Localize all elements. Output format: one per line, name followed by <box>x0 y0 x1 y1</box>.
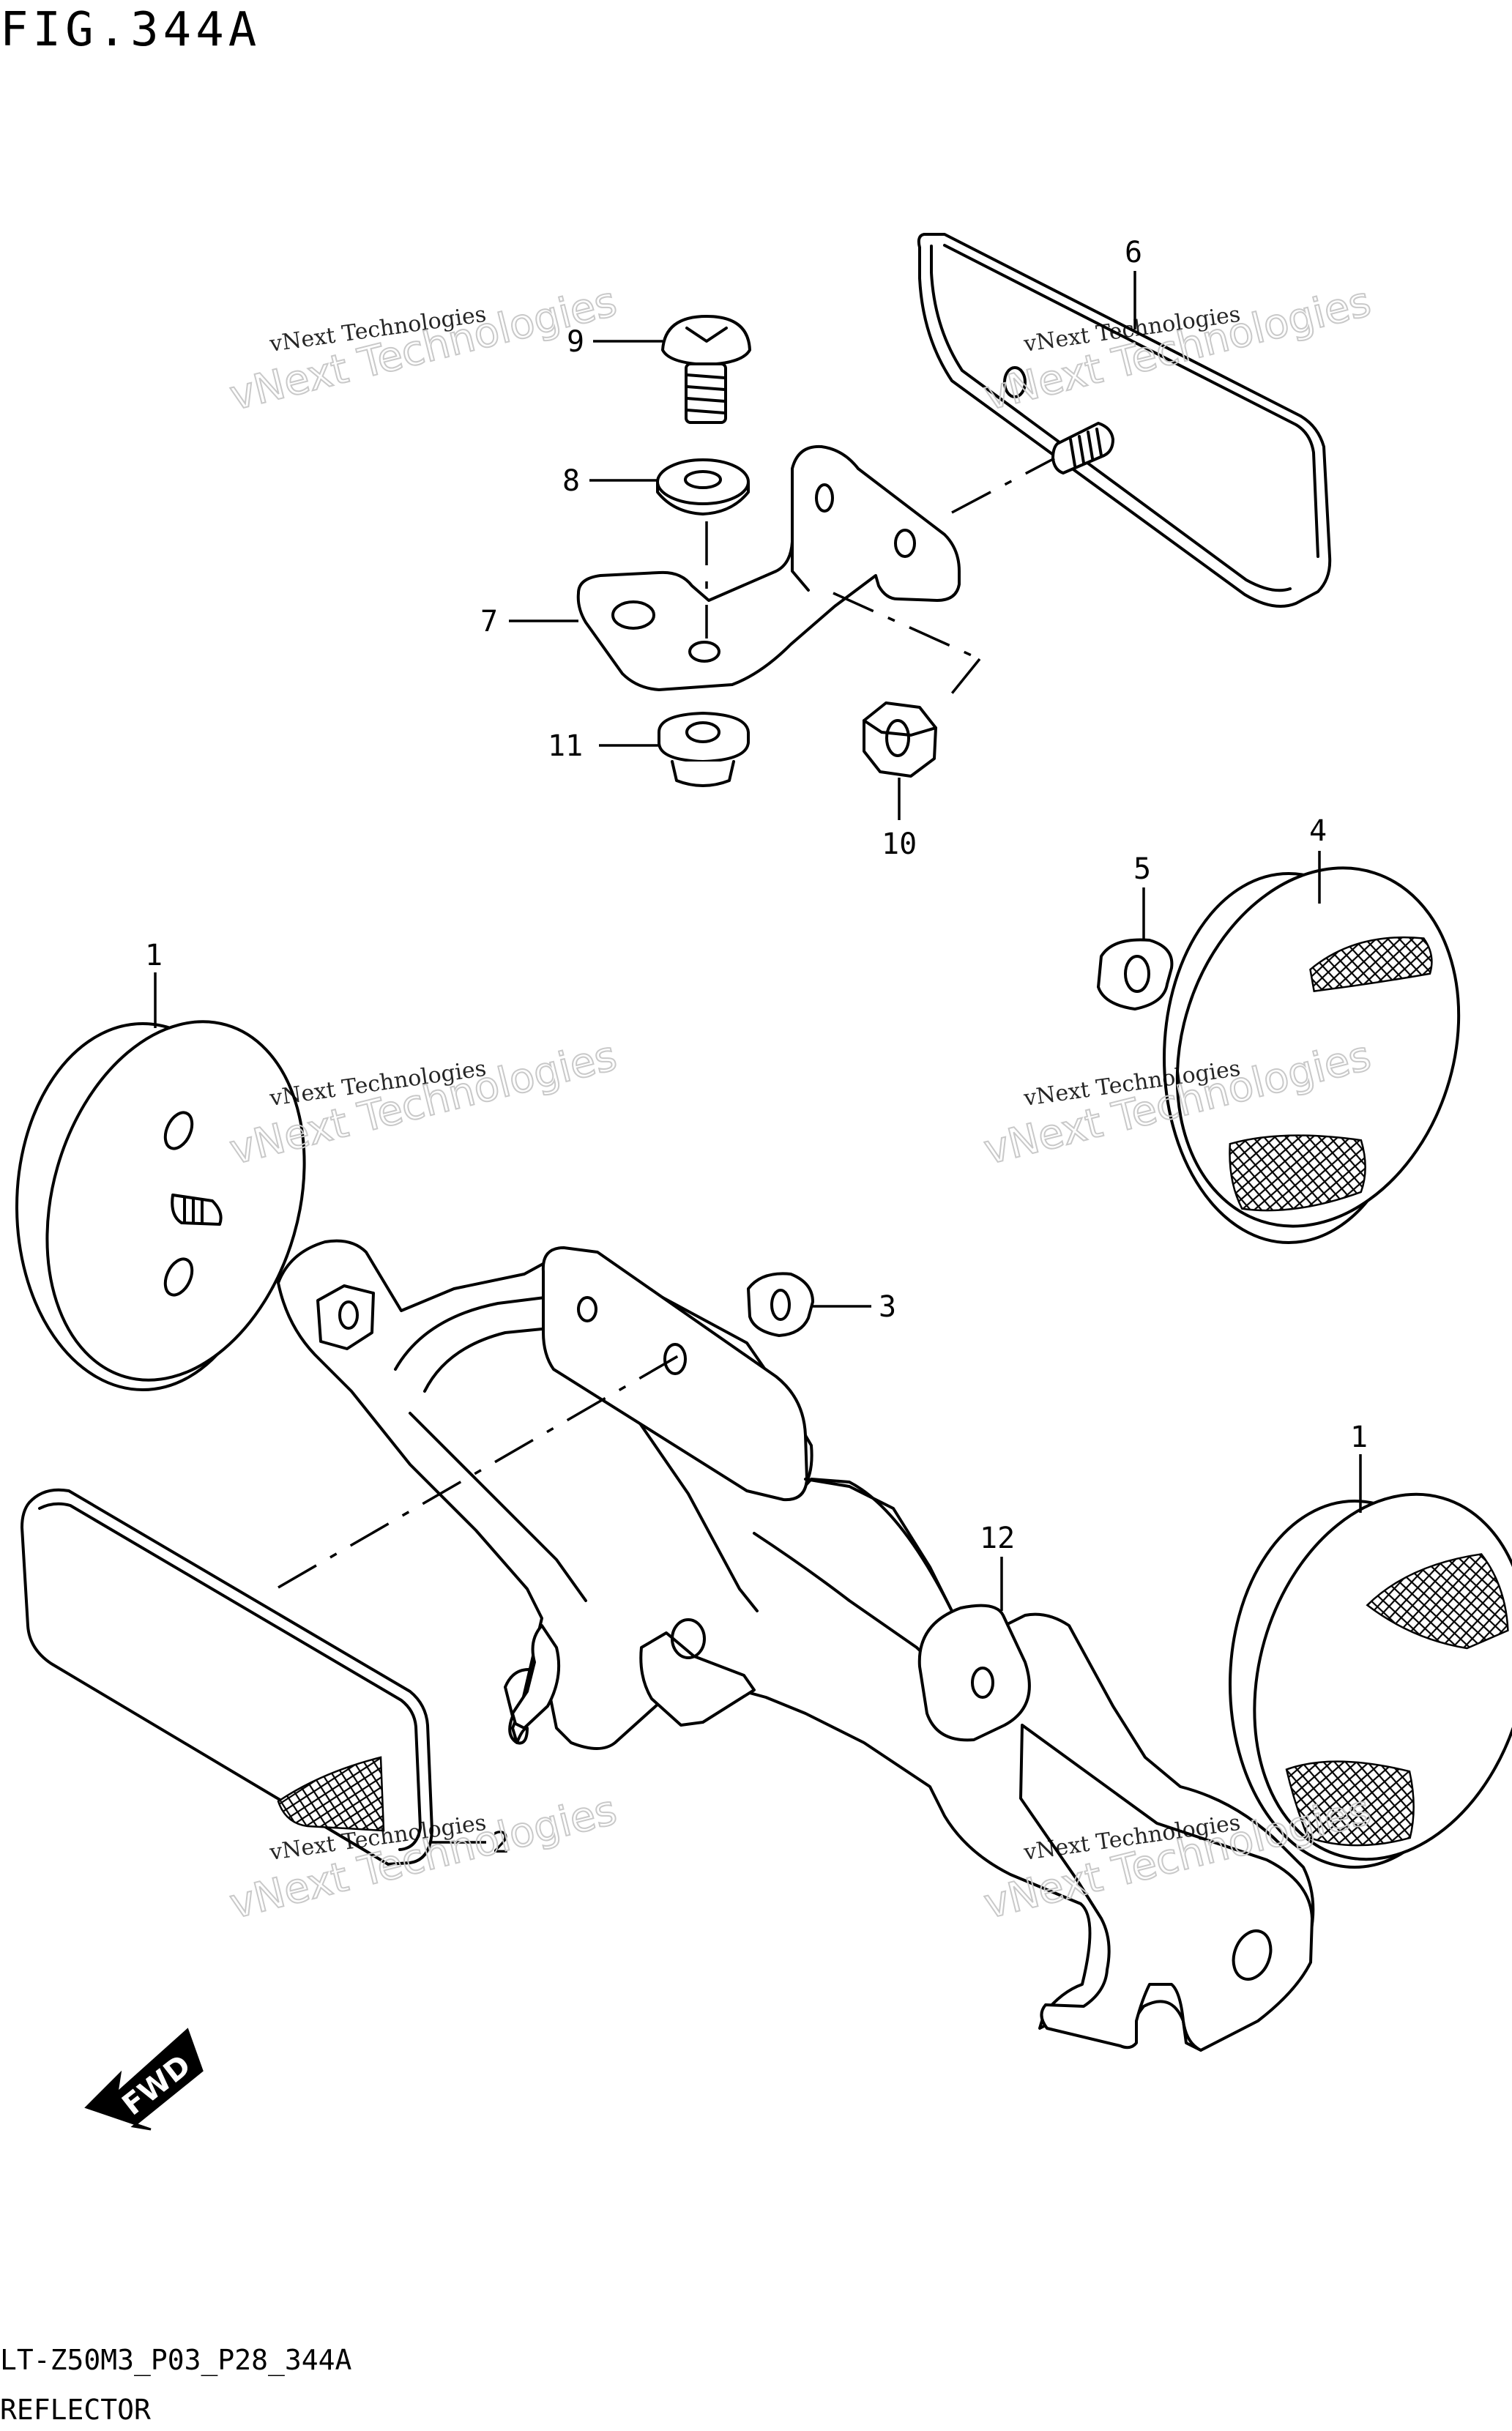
figure-title: FIG.344A <box>0 3 261 57</box>
round-reflector-right-lower <box>1229 1492 1512 1869</box>
callout-7: 7 <box>480 605 498 639</box>
mid-centerline <box>278 1355 679 1589</box>
flange-nut <box>658 712 750 787</box>
round-reflector-right-upper <box>1163 866 1461 1244</box>
lower-rectangular-reflector <box>21 1488 433 1866</box>
callout-2: 2 <box>492 1826 510 1860</box>
callout-9: 9 <box>567 325 584 359</box>
callout-5: 5 <box>1133 852 1151 886</box>
callout-10: 10 <box>882 827 917 861</box>
callout-1a: 1 <box>145 939 163 972</box>
callout-8: 8 <box>562 464 580 498</box>
nut <box>863 701 937 778</box>
washer <box>656 458 750 515</box>
small-flange-nut <box>1097 938 1174 1010</box>
callout-11: 11 <box>548 729 583 763</box>
figure-name: REFLECTOR <box>0 2394 151 2426</box>
callout-6: 6 <box>1125 236 1142 269</box>
callout-12: 12 <box>980 1522 1015 1555</box>
upper-centerline-b <box>947 658 981 699</box>
callout-1b: 1 <box>1350 1421 1368 1454</box>
upper-centerline <box>833 592 980 660</box>
upper-bracket <box>576 444 961 691</box>
main-bracket <box>277 1239 1315 2052</box>
round-reflector-left <box>15 1020 306 1391</box>
stud-centerline <box>951 457 1055 514</box>
bolt <box>661 315 751 424</box>
callout-3: 3 <box>879 1290 896 1324</box>
fwd-direction-marker: FWD <box>84 2028 204 2131</box>
figure-code: LT-Z50M3_P03_P28_344A <box>0 2344 352 2377</box>
upper-rectangular-reflector <box>917 233 1332 608</box>
nut-mid <box>747 1272 814 1337</box>
callout-4: 4 <box>1309 814 1327 848</box>
